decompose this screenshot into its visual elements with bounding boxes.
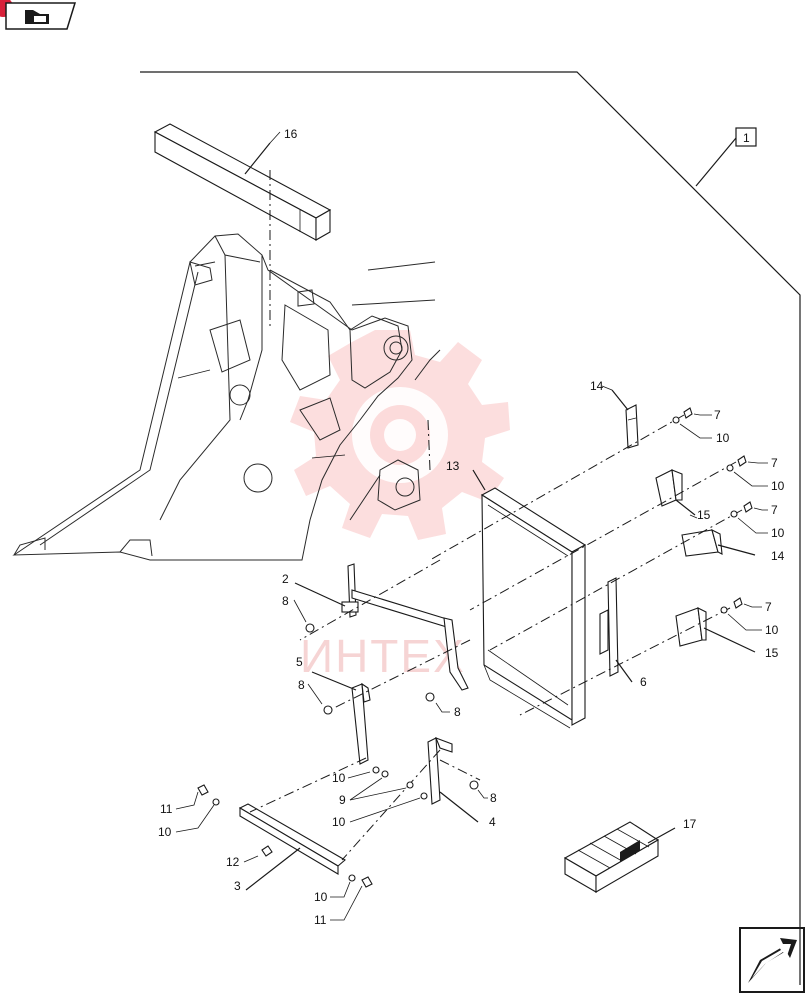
label-item-1: 1 (743, 131, 750, 145)
washer-10-g (212, 798, 220, 806)
label-item-16: 16 (284, 127, 298, 141)
bolt-11-b (361, 876, 373, 888)
label-item-10: 10 (332, 771, 346, 785)
bracket-15-lower (675, 607, 756, 653)
lower-bar-part (238, 803, 346, 891)
leader-lines (175, 131, 768, 921)
page-nav-button[interactable] (0, 0, 77, 30)
bolt-7-c (743, 501, 753, 513)
label-item-7: 7 (771, 456, 778, 470)
washer-10-e (372, 766, 380, 774)
label-item-11: 11 (314, 913, 327, 927)
right-post-part (427, 737, 479, 823)
nut-8-b (323, 705, 333, 715)
label-item-12: 12 (226, 855, 240, 869)
beam-part (153, 123, 332, 330)
watermark-text: ИНТЕХ (300, 630, 466, 682)
bolt-11-a (197, 784, 209, 796)
label-item-5: 5 (296, 655, 303, 669)
label-item-2: 2 (282, 572, 289, 586)
label-item-7: 7 (714, 408, 721, 422)
label-item-13: 13 (446, 459, 460, 473)
washer-10-h (348, 874, 356, 882)
label-item-10: 10 (332, 815, 346, 829)
bracket-14-lower (681, 528, 756, 557)
label-item-8: 8 (282, 594, 289, 608)
label-item-8: 8 (490, 791, 497, 805)
watermark-gear (290, 330, 510, 540)
label-item-11: 11 (160, 802, 173, 816)
label-item-7: 7 (771, 503, 778, 517)
washer-10-b (726, 464, 734, 472)
bolt-9-b (406, 781, 414, 789)
label-item-10: 10 (314, 890, 328, 904)
bolt-7-a (683, 407, 693, 419)
label-item-7: 7 (765, 600, 772, 614)
label-item-9: 9 (339, 793, 346, 807)
nut-8-d (469, 780, 479, 790)
label-item-10: 10 (771, 526, 785, 540)
bolt-9-a (381, 770, 389, 778)
washer-10-a (672, 416, 680, 424)
next-page-button[interactable] (739, 927, 805, 993)
bolt-7-d (733, 597, 743, 609)
label-item-8: 8 (298, 678, 305, 692)
label-item-4: 4 (489, 815, 496, 829)
assembly-lines (249, 414, 743, 861)
callout-labels: 1 16 14 13 7 10 7 10 7 10 15 14 7 10 15 … (158, 127, 785, 927)
label-item-10: 10 (158, 825, 172, 839)
washer-10-c (730, 510, 738, 518)
loader-frame (12, 233, 441, 561)
pin-12 (261, 845, 273, 857)
washer-10-d (720, 606, 728, 614)
fasteners (197, 407, 753, 888)
upper-support-part (294, 563, 469, 691)
label-item-3: 3 (234, 879, 241, 893)
label-item-15: 15 (765, 646, 779, 660)
arrow-icon (748, 938, 797, 983)
label-item-15: 15 (697, 508, 711, 522)
washer-10-f (420, 792, 428, 800)
bracket-15-upper (655, 469, 696, 516)
bracket-14-upper (611, 389, 639, 449)
label-item-6: 6 (640, 675, 647, 689)
label-item-17: 17 (683, 817, 697, 831)
label-item-10: 10 (765, 623, 779, 637)
book-icon (25, 10, 49, 24)
label-item-8: 8 (454, 705, 461, 719)
side-rail-part (599, 577, 633, 683)
label-item-10: 10 (716, 431, 730, 445)
nut-8-c (425, 692, 435, 702)
label-item-10: 10 (771, 479, 785, 493)
label-item-14: 14 (590, 379, 604, 393)
left-post-part (311, 671, 371, 765)
kit-box-part (563, 821, 676, 893)
radiator-part (472, 469, 587, 729)
label-item-14: 14 (771, 549, 785, 563)
assembly-bracket (140, 71, 801, 985)
bolt-7-b (737, 455, 747, 467)
nut-8-a (305, 623, 315, 633)
